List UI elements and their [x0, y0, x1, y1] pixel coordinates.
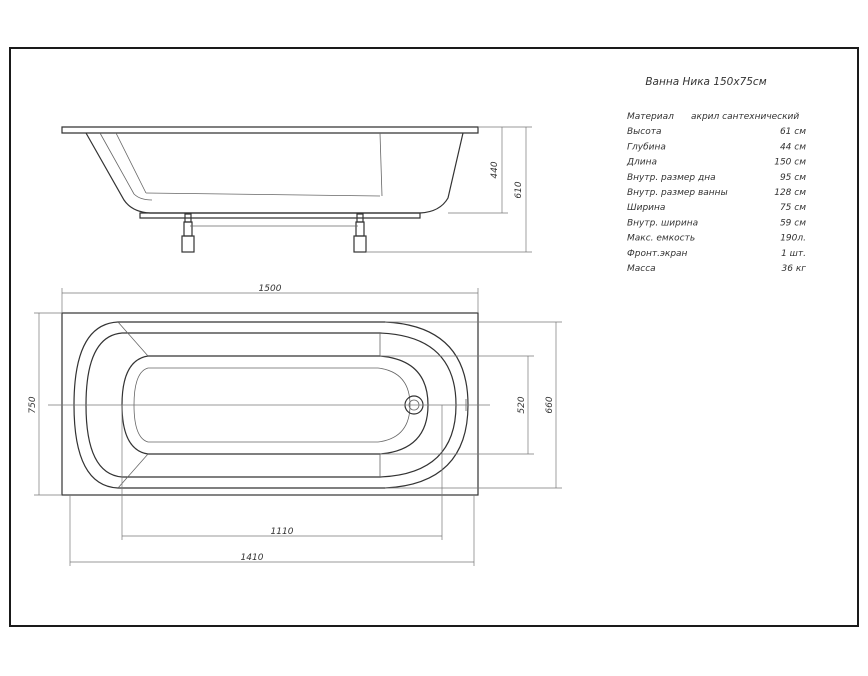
spec-label: Внутр. размер ванны	[627, 188, 728, 198]
spec-value: 190л.	[780, 234, 806, 244]
spec-label: Глубина	[627, 142, 666, 152]
spec-value: 61 см	[780, 127, 806, 137]
spec-label: Макс. емкость	[627, 234, 695, 244]
spec-value: 59 см	[780, 218, 806, 228]
spec-value: 1 шт.	[781, 249, 806, 259]
dim-width-label: 750	[28, 396, 38, 413]
dim-inner-width-large-label: 660	[545, 396, 555, 413]
spec-value: 95 см	[780, 173, 806, 183]
spec-label: Внутр. размер дна	[627, 173, 716, 183]
spec-value: 44 см	[780, 142, 806, 152]
spec-value: акрил сантехнический	[691, 112, 799, 122]
dim-length-label: 1500	[259, 284, 282, 294]
dim-bottom-length-label: 1110	[271, 527, 294, 537]
spec-table: Ванна Ника 150x75см Материал акрил сантех…	[626, 76, 806, 274]
spec-value: 128 см	[774, 188, 806, 198]
spec-label: Ширина	[627, 203, 665, 213]
spec-value: 36 кг	[782, 264, 807, 274]
spec-label: Внутр. ширина	[627, 218, 698, 228]
spec-value: 150 см	[774, 158, 806, 168]
spec-value: 75 см	[780, 203, 806, 213]
top-view	[48, 312, 490, 496]
dim-height-label: 610	[514, 181, 524, 198]
spec-label: Материал	[627, 112, 674, 122]
spec-title: Ванна Ника 150x75см	[645, 76, 766, 88]
side-view	[61, 126, 479, 253]
spec-label: Длина	[626, 158, 657, 168]
spec-label: Высота	[627, 127, 662, 137]
dim-inner-width-small-label: 520	[517, 396, 527, 413]
drawing-frame	[9, 47, 859, 627]
spec-label: Масса	[627, 264, 656, 274]
spec-label: Фронт.экран	[627, 249, 688, 259]
side-dimensions: 440 610	[366, 126, 532, 253]
top-dimensions: 1500 750 520 660 1110 1410	[28, 284, 562, 566]
dim-inner-length-label: 1410	[241, 553, 264, 563]
dim-depth-label: 440	[490, 161, 500, 178]
